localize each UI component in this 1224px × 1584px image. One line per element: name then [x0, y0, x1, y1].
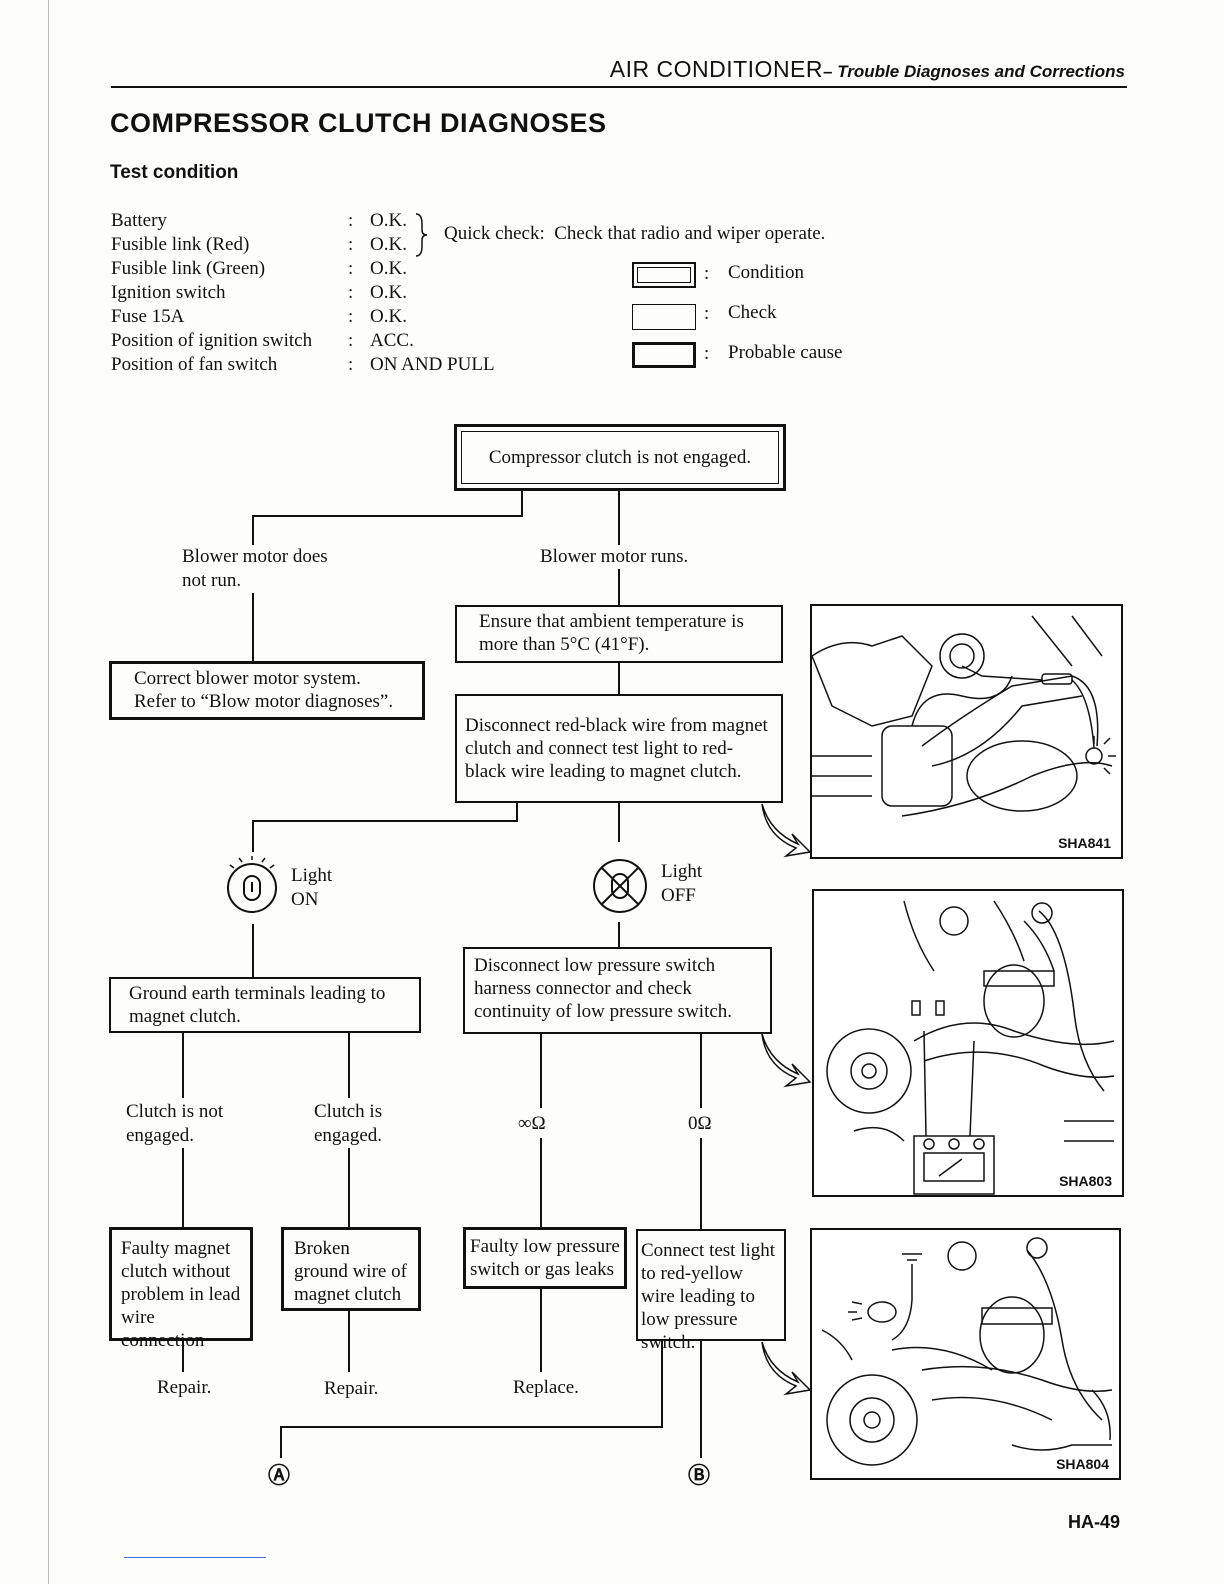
flow-connector — [252, 924, 254, 978]
flow-connector — [540, 1032, 542, 1108]
header-subtitle: – Trouble Diagnoses and Corrections — [823, 62, 1125, 81]
engine-bay-illustration — [811, 615, 1116, 817]
flow-connector — [700, 1032, 702, 1108]
start-condition-text: Compressor clutch is not engaged. — [488, 447, 752, 468]
flow-connector — [252, 820, 254, 852]
figure-pointer-arrow — [761, 803, 812, 858]
page-number: HA-49 — [1068, 1512, 1121, 1532]
quick-check-text: Quick check: Check that radio and wiper … — [444, 223, 826, 244]
flow-connector — [182, 1340, 184, 1372]
flow-connector — [252, 820, 518, 822]
flow-connector — [700, 1138, 702, 1230]
connect-test-light-check-box: Connect test light to red-yellow wire le… — [636, 1229, 786, 1353]
connector-b: Ⓑ — [688, 1463, 711, 1488]
light-on-icon — [227, 856, 277, 913]
footer-link-rule — [124, 1557, 266, 1558]
legend-colon: : — [704, 263, 710, 284]
zero-ohm-text: 0Ω — [688, 1112, 712, 1136]
ensure-temperature-check-box: Ensure that ambient temperature is more … — [455, 605, 783, 663]
legend-probable-cause-label: Probable cause — [728, 342, 843, 363]
ensure-temperature-text: Ensure that ambient temperature is more … — [479, 611, 744, 655]
running-header: AIR CONDITIONER– Trouble Diagnoses and C… — [560, 56, 1125, 83]
flow-connector — [661, 1340, 663, 1428]
figure-sha841: SHA841 — [810, 604, 1123, 859]
replace-action: Replace. — [513, 1377, 579, 1398]
legend-probable-cause-symbol — [632, 342, 696, 368]
flow-connector — [540, 1138, 542, 1228]
flow-connector — [618, 490, 620, 545]
quick-check-brace — [415, 213, 428, 257]
continuity-check-illustration — [826, 900, 1115, 1195]
test-condition-heading: Test condition — [110, 162, 239, 183]
flow-connector — [348, 1310, 350, 1372]
broken-ground-wire-cause-box: Broken ground wire of magnet clutch — [281, 1227, 421, 1311]
flow-connector — [618, 662, 620, 695]
figure-label-sha803: SHA803 — [1057, 1173, 1114, 1189]
disconnect-low-pressure-text: Disconnect low pressure switch harness c… — [474, 955, 733, 1022]
faulty-low-pressure-cause-box: Faulty low pressure switch or gas leaks — [463, 1227, 627, 1289]
blower-runs-text: Blower motor runs. — [540, 545, 689, 569]
legend-check-symbol — [632, 304, 696, 330]
ground-earth-check-box: Ground earth terminals leading to magnet… — [109, 977, 421, 1033]
flow-connector — [618, 568, 620, 606]
repair-action-1: Repair. — [157, 1377, 212, 1398]
legend-condition-symbol — [632, 262, 696, 288]
flow-connector — [182, 1148, 184, 1228]
faulty-magnet-clutch-text: Faulty magnet clutch without problem in … — [121, 1238, 241, 1351]
flow-connector — [182, 1032, 184, 1098]
flow-connector — [540, 1288, 542, 1372]
flow-connector — [252, 515, 523, 517]
repair-action-2: Repair. — [324, 1378, 379, 1399]
clutch-not-engaged-text: Clutch is not engaged. — [126, 1100, 236, 1148]
flow-connector — [618, 922, 620, 948]
connector-a: Ⓐ — [268, 1463, 291, 1488]
flow-connector — [700, 1340, 702, 1458]
figure-label-sha841: SHA841 — [1056, 835, 1113, 851]
page-title: COMPRESSOR CLUTCH DIAGNOSES — [110, 108, 607, 138]
light-off-icon — [593, 859, 647, 913]
blower-not-run-text: Blower motor does not run. — [182, 545, 352, 593]
header-section: AIR CONDITIONER — [609, 56, 824, 82]
disconnect-red-black-check-box: Disconnect red-black wire from magnet cl… — [455, 694, 783, 803]
legend-condition-label: Condition — [728, 262, 805, 283]
figure-pointer-arrow — [761, 1033, 812, 1088]
correct-blower-text: Correct blower motor system. Refer to “B… — [134, 668, 394, 712]
flow-connector — [280, 1426, 663, 1428]
flow-connector — [618, 802, 620, 842]
disconnect-low-pressure-check-box: Disconnect low pressure switch harness c… — [463, 947, 772, 1034]
test-light-illustration — [821, 1237, 1113, 1466]
figure-label-sha804: SHA804 — [1054, 1456, 1111, 1472]
header-rule — [111, 86, 1127, 88]
start-condition-box: Compressor clutch is not engaged. — [454, 424, 786, 491]
connect-test-light-text: Connect test light to red-yellow wire le… — [641, 1240, 776, 1353]
flow-connector — [516, 802, 518, 822]
legend-colon: : — [704, 303, 710, 324]
correct-blower-cause-box: Correct blower motor system. Refer to “B… — [109, 661, 425, 720]
disconnect-red-black-text: Disconnect red-black wire from magnet cl… — [465, 715, 768, 782]
faulty-low-pressure-text: Faulty low pressure switch or gas leaks — [470, 1236, 620, 1280]
faulty-magnet-clutch-cause-box: Faulty magnet clutch without problem in … — [109, 1227, 253, 1351]
flow-connector — [521, 490, 523, 516]
figure-sha804: SHA804 — [810, 1228, 1121, 1480]
figure-pointer-arrow — [761, 1341, 812, 1396]
clutch-engaged-text: Clutch is engaged. — [314, 1100, 404, 1148]
infinite-ohm-text: ∞Ω — [518, 1112, 546, 1136]
figure-sha803: SHA803 — [812, 889, 1124, 1197]
ground-earth-text: Ground earth terminals leading to magnet… — [129, 983, 386, 1027]
legend-check-label: Check — [728, 302, 777, 323]
flow-connector — [348, 1148, 350, 1228]
flow-connector — [252, 515, 254, 545]
flow-connector — [348, 1032, 350, 1098]
legend-colon: : — [704, 343, 710, 364]
flow-connector — [252, 592, 254, 662]
binding-margin-line — [48, 0, 49, 1584]
broken-ground-wire-text: Broken ground wire of magnet clutch — [294, 1238, 407, 1305]
flow-connector — [280, 1426, 282, 1458]
